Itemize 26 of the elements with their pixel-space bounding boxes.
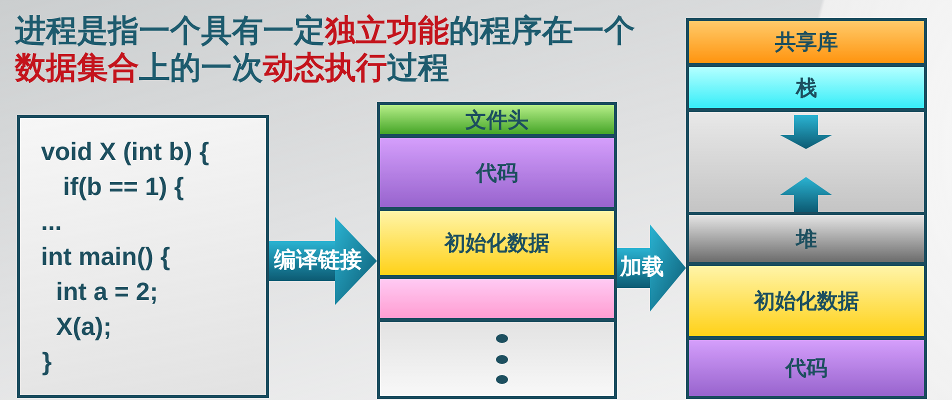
- segment-band: 堆: [689, 215, 924, 262]
- segment-column: [686, 18, 927, 399]
- code-box: [17, 115, 269, 398]
- segment-band: [380, 322, 614, 396]
- segment-band: 文件头: [380, 105, 614, 134]
- edge-label: 编译链接: [274, 248, 362, 274]
- segment-band: 初始化数据: [380, 211, 614, 275]
- title: 进程是指一个具有一定独立功能的程序在一个数据集合上的一次动态执行过程: [15, 13, 636, 87]
- code-line: int main() {: [41, 242, 170, 272]
- segment-band: 初始化数据: [689, 266, 924, 336]
- block-arrow: [269, 217, 377, 305]
- segment-band: 代码: [689, 340, 924, 396]
- code-line: }: [42, 347, 52, 377]
- code-line: int a = 2;: [56, 277, 158, 307]
- free-space-band: [689, 112, 924, 212]
- segment-band: 栈: [689, 67, 924, 108]
- code-line: void X (int b) {: [41, 137, 210, 167]
- segment-band: 代码: [380, 138, 614, 207]
- code-line: ...: [41, 207, 62, 237]
- edge-label: 加载: [620, 255, 664, 281]
- block-arrow: [617, 224, 686, 312]
- segment-band: [380, 279, 614, 318]
- code-line: if(b == 1) {: [63, 172, 184, 202]
- code-line: X(a);: [56, 312, 112, 342]
- segment-band: 共享库: [689, 21, 924, 63]
- segment-column: [377, 102, 617, 399]
